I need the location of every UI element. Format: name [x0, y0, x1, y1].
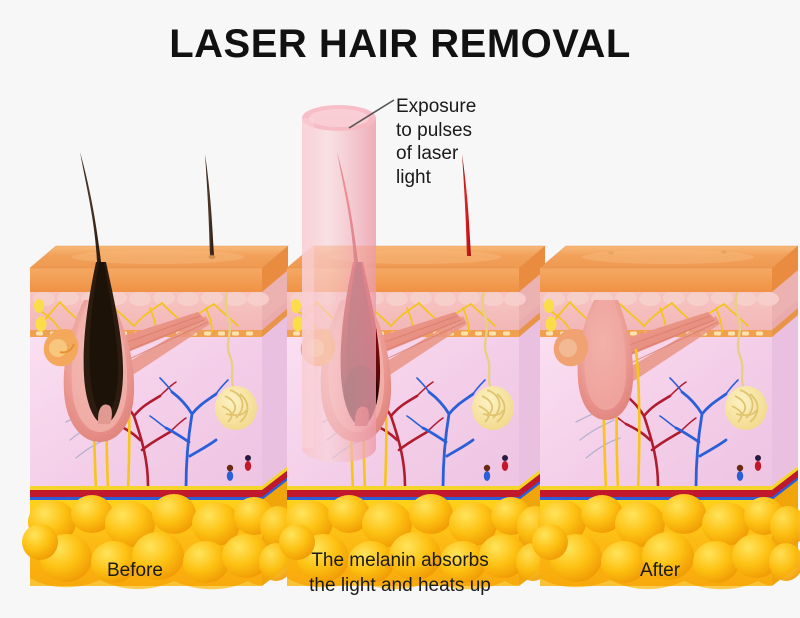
- hair-shaft-before-1: [80, 152, 101, 262]
- laser-exposure-annotation: Exposure to pulses of laser light: [396, 96, 477, 188]
- hair-shaft-before-2: [205, 154, 214, 256]
- hair-follicle-after: [553, 300, 634, 420]
- panel-before: [20, 152, 298, 591]
- caption-before: Before: [107, 560, 163, 581]
- laser-beam: [302, 105, 376, 462]
- caption-after: After: [639, 560, 681, 581]
- page-title: LASER HAIR REMOVAL: [169, 22, 631, 66]
- caption-during: The melanin absorbs the light and heats …: [309, 550, 491, 596]
- hair-shaft-during-2: [462, 154, 471, 256]
- panel-during: [277, 99, 555, 591]
- hair-follicle-before-1: [43, 262, 135, 442]
- annotation-leader-line: [348, 99, 395, 129]
- panel-after: [530, 244, 800, 591]
